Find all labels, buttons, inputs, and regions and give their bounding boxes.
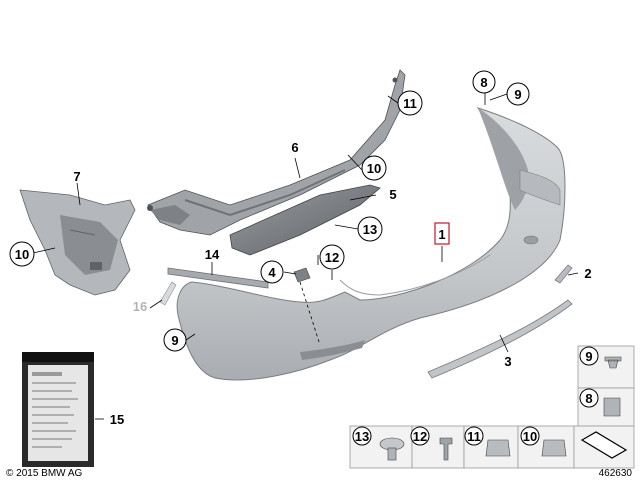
callout-13: 13 xyxy=(363,222,377,237)
legend-label-8: 8 xyxy=(585,391,592,406)
instruction-bag-part xyxy=(22,352,94,467)
callout-2: 2 xyxy=(584,266,591,281)
callout-7: 7 xyxy=(73,169,80,184)
callout-9-left: 9 xyxy=(171,333,178,348)
side-bracket-part xyxy=(19,189,136,296)
callout-1-highlight-box xyxy=(434,222,450,245)
legend-label-10: 10 xyxy=(523,429,537,444)
legend-label-13: 13 xyxy=(355,429,369,444)
screw-icon xyxy=(439,437,453,461)
expansion-rivet-icon xyxy=(604,356,622,369)
legend-label-9: 9 xyxy=(585,349,592,364)
carrier-beam-part xyxy=(147,69,406,236)
rear-bumper-part xyxy=(176,107,566,381)
legend-label-12: 12 xyxy=(413,429,427,444)
callout-9-top: 9 xyxy=(514,87,521,102)
reflector-part xyxy=(554,264,573,284)
callout-14: 14 xyxy=(205,247,220,262)
callout-1: 1 xyxy=(438,227,445,242)
callout-16: 16 xyxy=(133,299,147,314)
absorber-part xyxy=(229,184,381,256)
clip-nut-10-icon xyxy=(541,439,567,457)
wedge-icon xyxy=(580,431,628,459)
callout-15: 15 xyxy=(110,412,124,427)
trim-strip-part xyxy=(427,299,573,379)
legend-label-11: 11 xyxy=(467,429,481,444)
callout-10-left: 10 xyxy=(15,247,29,262)
callout-4: 4 xyxy=(268,265,276,280)
callout-8: 8 xyxy=(480,75,487,90)
callout-10-center: 10 xyxy=(367,161,381,176)
diagram-number: 462630 xyxy=(599,468,633,479)
part-16-shape xyxy=(159,281,177,306)
clip-4-part xyxy=(293,267,311,283)
callout-5: 5 xyxy=(389,187,396,202)
strip-14-part xyxy=(167,267,269,289)
clip-nut-11-icon xyxy=(485,439,511,457)
callout-3: 3 xyxy=(504,354,511,369)
callout-12: 12 xyxy=(325,250,339,265)
callout-11: 11 xyxy=(403,96,417,111)
callout-6: 6 xyxy=(291,140,298,155)
nut-clip-icon xyxy=(603,397,621,417)
copyright-text: © 2015 BMW AG xyxy=(6,468,83,479)
